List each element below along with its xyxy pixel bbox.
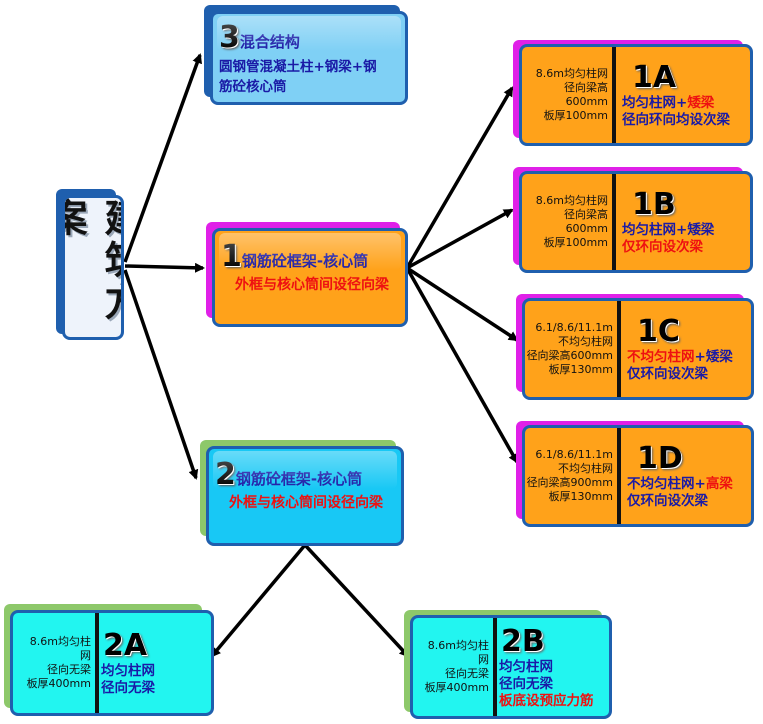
leaf-2B-divider (493, 618, 497, 716)
leaf-1B: 8.6m均匀柱网 径向梁高 600mm 板厚100mm 1B 均匀柱网+矮梁 仅… (513, 167, 753, 273)
leaf-1A-line1c: 矮梁 (687, 95, 715, 111)
arrow-root-to-2 (123, 269, 199, 480)
arrow-1-to-1A (405, 86, 514, 269)
leaf-2B-param-2: 径向无梁 (445, 667, 489, 680)
node-3-title: 混合结构 (239, 33, 300, 51)
leaf-2A-param-0: 8.6m均匀柱 (29, 635, 91, 648)
leaf-1A-line2: 径向环向均设次梁 (622, 112, 730, 128)
leaf-1A-param-0: 8.6m均匀柱网 (535, 67, 608, 80)
leaf-2A: 8.6m均匀柱 网 径向无梁 板厚400mm 2A 均匀柱网 径向无梁 (4, 604, 214, 717)
leaf-1D-param-1: 不均匀柱网 (558, 462, 613, 475)
leaf-2B-line1: 均匀柱网 (499, 658, 553, 675)
leaf-1D-line1c: 高梁 (705, 476, 733, 492)
leaf-1A-param-3: 板厚100mm (543, 109, 608, 122)
arrow-root-to-1 (124, 262, 205, 273)
leaf-2A-param-2: 径向无梁 (47, 663, 91, 676)
leaf-1C: 6.1/8.6/11.1m 不均匀柱网 径向梁高600mm 板厚130mm 1C… (516, 294, 754, 400)
arrow-root-to-3 (123, 53, 202, 263)
leaf-1C-line2: 仅环向设次梁 (627, 366, 708, 382)
leaf-1D: 6.1/8.6/11.1m 不均匀柱网 径向梁高900mm 板厚130mm 1D… (516, 421, 754, 528)
node-1-rc-frame: 1钢筋砼框架-核心筒 外框与核心筒间设径向梁 (206, 222, 408, 328)
leaf-1B-divider (612, 174, 616, 270)
arrow-1-to-1D (405, 267, 519, 464)
leaf-1A-param-1: 径向梁高 (564, 81, 608, 94)
leaf-1B-param-0: 8.6m均匀柱网 (535, 194, 608, 207)
leaf-2B-line3: 板底设预应力筋 (499, 692, 594, 709)
arrow-2-to-2A (210, 543, 307, 658)
node-2-rc-frame: 2钢筋砼框架-核心筒 外框与核心筒间设径向梁 (200, 440, 404, 546)
leaf-1B-param-2: 600mm (565, 222, 608, 235)
leaf-1D-line1a: 不均匀柱网 (627, 476, 695, 492)
leaf-2A-divider (95, 613, 99, 713)
leaf-1A-param-2: 600mm (565, 95, 608, 108)
leaf-1D-param-3: 板厚130mm (548, 490, 613, 503)
leaf-2B-param-3: 板厚400mm (424, 681, 489, 694)
arrow-1-to-1B (406, 208, 514, 270)
node-3-line2: 筋砼核心筒 (219, 79, 287, 95)
leaf-1B-line1b: + (676, 222, 688, 238)
leaf-1B-line2: 仅环向设次梁 (622, 239, 703, 255)
leaf-2B: 8.6m均匀柱 网 径向无梁 板厚400mm 2B 均匀柱网 径向无梁 板底设预… (404, 610, 612, 720)
root-node: 建筑方案 (56, 189, 126, 342)
leaf-2A-code: 2A (103, 628, 148, 663)
leaf-2A-param-3: 板厚400mm (26, 677, 91, 690)
node-1-number: 1 (221, 239, 242, 274)
leaf-1C-divider (617, 301, 621, 397)
leaf-1A-line1a: 均匀柱网 (622, 95, 676, 111)
leaf-2B-param-1: 网 (478, 653, 489, 666)
leaf-1A-code: 1A (632, 60, 677, 95)
leaf-1C-line1c: 矮梁 (705, 349, 733, 365)
leaf-1C-line1a: 不均匀柱网 (627, 349, 695, 365)
leaf-1A-divider (612, 47, 616, 143)
leaf-1B-line1c: 矮梁 (687, 222, 715, 238)
leaf-1C-line1b: + (694, 349, 706, 365)
leaf-1D-divider (617, 428, 621, 524)
leaf-1C-param-3: 板厚130mm (548, 363, 613, 376)
arrow-2-to-2B (303, 543, 410, 658)
leaf-1C-code: 1C (637, 314, 680, 349)
node-2-subtitle: 外框与核心筒间设径向梁 (229, 495, 383, 511)
node-1-title: 钢筋砼框架-核心筒 (241, 252, 369, 270)
leaf-1C-param-2: 径向梁高600mm (526, 349, 613, 362)
leaf-2A-param-1: 网 (80, 649, 91, 662)
leaf-1D-line2: 仅环向设次梁 (627, 493, 708, 509)
node-3-line1: 圆钢管混凝土柱+钢梁+钢 (219, 59, 377, 75)
leaf-2B-line2: 径向无梁 (499, 675, 553, 692)
leaf-1A: 8.6m均匀柱网 径向梁高 600mm 板厚100mm 1A 均匀柱网+矮梁 径… (513, 40, 753, 146)
leaf-1B-param-3: 板厚100mm (543, 236, 608, 249)
leaf-2B-code: 2B (501, 623, 545, 659)
leaf-1B-param-1: 径向梁高 (564, 208, 608, 221)
leaf-2A-line2: 径向无梁 (101, 680, 155, 696)
node-2-title: 钢筋砼框架-核心筒 (235, 470, 363, 488)
node-3-mixed-structure: 3混合结构 圆钢管混凝土柱+钢梁+钢 筋砼核心筒 (204, 5, 409, 107)
root-title: 建筑方案 (62, 198, 124, 324)
node-3-number: 3 (219, 20, 240, 55)
node-2-number: 2 (215, 457, 236, 492)
leaf-2B-param-0: 8.6m均匀柱 (427, 639, 489, 652)
leaf-1A-line1b: + (676, 95, 688, 111)
leaf-1D-param-0: 6.1/8.6/11.1m (535, 448, 613, 461)
leaf-1B-code: 1B (632, 187, 676, 222)
arrow-1-to-1C (406, 266, 519, 342)
leaf-2A-line1: 均匀柱网 (101, 663, 155, 679)
leaf-1D-code: 1D (637, 441, 683, 476)
leaf-1D-param-2: 径向梁高900mm (526, 476, 613, 489)
leaf-1B-line1a: 均匀柱网 (622, 222, 676, 238)
leaf-1D-line1b: + (694, 476, 706, 492)
node-1-subtitle: 外框与核心筒间设径向梁 (235, 277, 389, 293)
leaf-1C-param-0: 6.1/8.6/11.1m (535, 321, 613, 334)
leaf-1C-param-1: 不均匀柱网 (558, 335, 613, 348)
